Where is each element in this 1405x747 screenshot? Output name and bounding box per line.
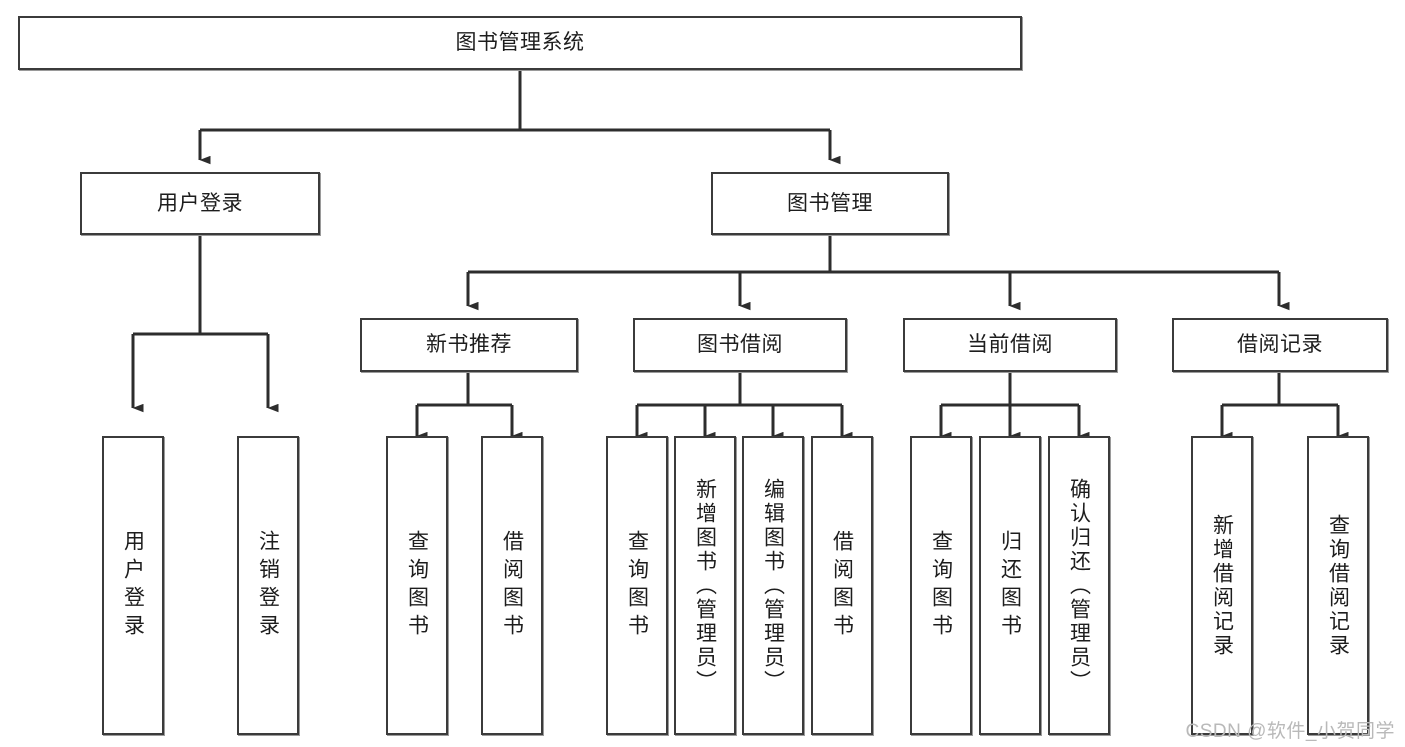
node-label: 查询图书: [405, 529, 429, 642]
leaf-user-login-login[interactable]: 用户登录: [102, 436, 164, 735]
node-book-management[interactable]: 图书管理: [711, 172, 949, 235]
node-label: 查询图书: [929, 529, 953, 642]
leaf-borrow-add-book[interactable]: 新增图书（管理员）: [674, 436, 736, 735]
node-label: 注销登录: [256, 529, 280, 642]
node-book-borrow[interactable]: 图书借阅: [633, 318, 847, 372]
leaf-current-confirm-return[interactable]: 确认归还（管理员）: [1048, 436, 1110, 735]
node-label: 图书管理: [787, 191, 873, 215]
node-new-book-recommend[interactable]: 新书推荐: [360, 318, 578, 372]
node-label: 当前借阅: [967, 333, 1053, 357]
leaf-user-login-logout[interactable]: 注销登录: [237, 436, 299, 735]
node-label: 借阅记录: [1237, 333, 1323, 357]
node-label: 借阅图书: [500, 529, 524, 642]
leaf-recommend-borrow-book[interactable]: 借阅图书: [481, 436, 543, 735]
node-label: 图书管理系统: [455, 31, 585, 55]
leaf-record-query-record[interactable]: 查询借阅记录: [1307, 436, 1369, 735]
leaf-record-add-record[interactable]: 新增借阅记录: [1191, 436, 1253, 735]
node-label: 新增借阅记录: [1210, 513, 1234, 658]
leaf-borrow-edit-book[interactable]: 编辑图书（管理员）: [742, 436, 804, 735]
node-label: 借阅图书: [830, 529, 854, 642]
node-label: 查询借阅记录: [1326, 513, 1350, 658]
node-label: 归还图书: [998, 529, 1022, 642]
node-label: 新增图书（管理员）: [693, 477, 717, 694]
leaf-current-query-book[interactable]: 查询图书: [910, 436, 972, 735]
node-label: 确认归还（管理员）: [1067, 477, 1091, 694]
node-label: 查询图书: [625, 529, 649, 642]
leaf-borrow-borrow-book[interactable]: 借阅图书: [811, 436, 873, 735]
node-root-system[interactable]: 图书管理系统: [18, 16, 1022, 70]
node-label: 用户登录: [157, 191, 243, 215]
node-user-login[interactable]: 用户登录: [80, 172, 320, 235]
leaf-borrow-query-book[interactable]: 查询图书: [606, 436, 668, 735]
leaf-recommend-query-book[interactable]: 查询图书: [386, 436, 448, 735]
node-label: 新书推荐: [426, 333, 512, 357]
node-label: 图书借阅: [697, 333, 783, 357]
node-label: 编辑图书（管理员）: [761, 477, 785, 694]
node-label: 用户登录: [121, 529, 145, 642]
node-current-borrow[interactable]: 当前借阅: [903, 318, 1117, 372]
node-borrow-record[interactable]: 借阅记录: [1172, 318, 1388, 372]
leaf-current-return-book[interactable]: 归还图书: [979, 436, 1041, 735]
